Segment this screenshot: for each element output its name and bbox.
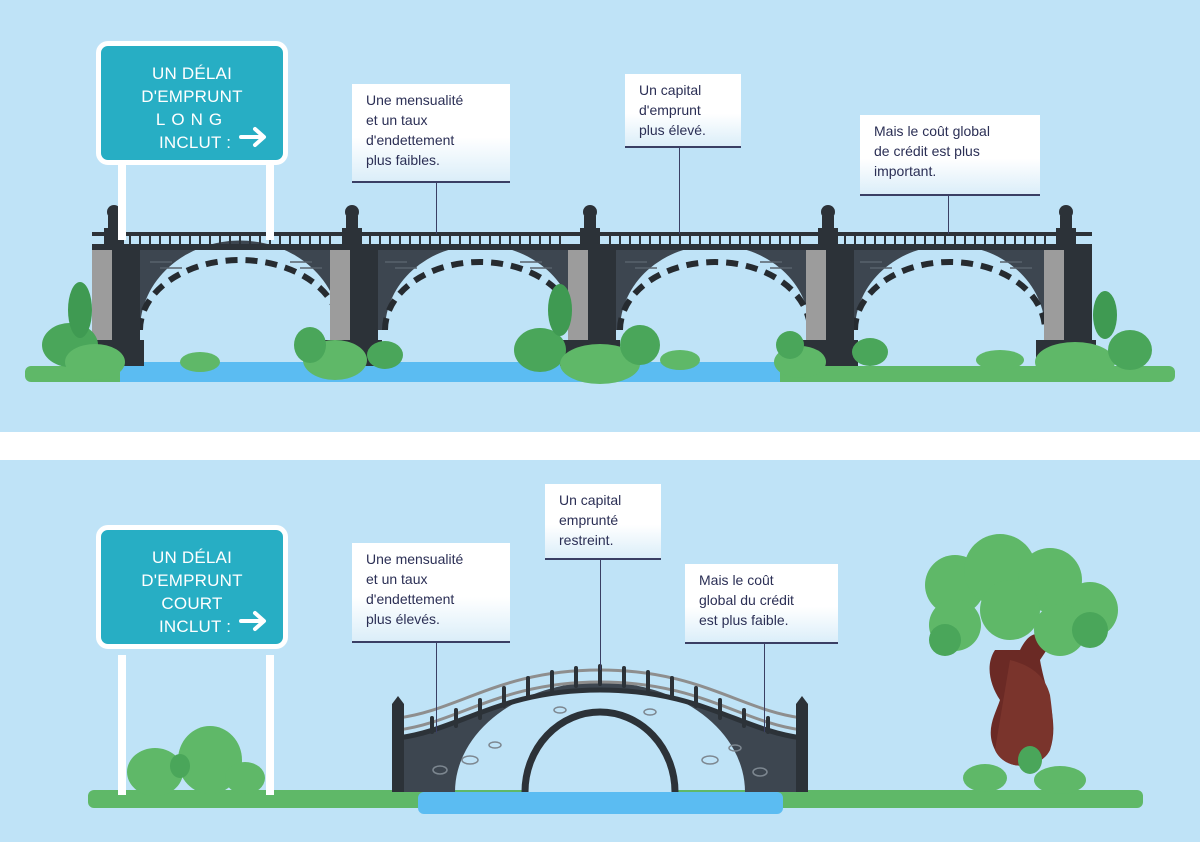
long-stone-bridge-scene — [25, 205, 1175, 384]
callout-line: emprunté — [559, 512, 619, 528]
sign-post-right — [266, 160, 274, 240]
callout-line: plus élevé. — [639, 122, 706, 138]
callout-line: d'endettement — [366, 591, 455, 607]
callout-short-monthly-payment: Une mensualité et un taux d'endettement … — [352, 543, 510, 643]
sign-line-1: UN DÉLAI — [151, 64, 232, 83]
sign-line-4: INCLUT : — [159, 617, 232, 636]
callout-line: d'emprunt — [639, 102, 701, 118]
long-loan-panel: UN DÉLAI D'EMPRUNT LONG INCLUT : Une men… — [0, 0, 1200, 432]
leader-line — [764, 644, 765, 732]
callout-long-capital: Un capital d'emprunt plus élevé. — [625, 74, 741, 148]
sign-line-2: D'EMPRUNT — [141, 87, 243, 106]
short-footbridge-scene — [88, 534, 1143, 814]
leader-line — [948, 196, 949, 234]
bridge-pillars — [84, 205, 1096, 366]
leader-line — [436, 643, 437, 733]
callout-long-global-cost: Mais le coût global de crédit est plus i… — [860, 115, 1040, 196]
sign-line-3: LONG — [155, 110, 229, 129]
sign-post-right — [266, 655, 274, 795]
tree — [925, 534, 1118, 794]
long-loan-sign: UN DÉLAI D'EMPRUNT LONG INCLUT : — [96, 41, 288, 165]
leader-line — [436, 183, 437, 234]
callout-line: Une mensualité — [366, 551, 464, 567]
sign-post-left — [118, 160, 126, 240]
callout-line: Mais le coût — [699, 572, 774, 588]
callout-line: est plus faible. — [699, 612, 789, 628]
sign-line-1: UN DÉLAI — [151, 548, 232, 567]
right-arrow-icon — [239, 610, 269, 632]
callout-line: global du crédit — [699, 592, 794, 608]
right-arrow-icon — [239, 126, 269, 148]
stone-pattern — [432, 706, 768, 777]
callout-line: plus faibles. — [366, 152, 440, 168]
sign-line-2: D'EMPRUNT — [141, 571, 243, 590]
sign-line-3: COURT — [161, 594, 223, 613]
callout-short-capital: Un capital emprunté restreint. — [545, 484, 661, 560]
brick-marks — [150, 261, 1032, 269]
callout-line: d'endettement — [366, 132, 455, 148]
callout-short-global-cost: Mais le coût global du crédit est plus f… — [685, 564, 838, 644]
sign-post-left — [118, 655, 126, 795]
callout-line: restreint. — [559, 532, 614, 548]
arched-footbridge — [392, 664, 808, 793]
callout-line: Mais le coût global — [874, 123, 990, 139]
callout-line: de crédit est plus — [874, 143, 980, 159]
short-loan-sign: UN DÉLAI D'EMPRUNT COURT INCLUT : — [96, 525, 288, 649]
bushes — [42, 282, 1152, 384]
short-loan-panel: UN DÉLAI D'EMPRUNT COURT INCLUT : Une me… — [0, 460, 1200, 842]
bush-left — [127, 726, 265, 796]
railing-balusters — [109, 234, 1046, 246]
sign-text: UN DÉLAI D'EMPRUNT LONG INCLUT : — [101, 62, 283, 154]
callout-line: Une mensualité — [366, 92, 464, 108]
sign-text: UN DÉLAI D'EMPRUNT COURT INCLUT : — [101, 546, 283, 638]
river — [418, 792, 783, 814]
callout-line: et un taux — [366, 112, 428, 128]
callout-line: important. — [874, 163, 937, 179]
sign-line-4: INCLUT : — [159, 133, 232, 152]
callout-line: et un taux — [366, 571, 428, 587]
callout-line: Un capital — [639, 82, 702, 98]
callout-long-monthly-payment: Une mensualité et un taux d'endettement … — [352, 84, 510, 183]
callout-line: Un capital — [559, 492, 622, 508]
callout-line: plus élevés. — [366, 611, 440, 627]
leader-line — [679, 148, 680, 234]
leader-line — [600, 560, 601, 670]
